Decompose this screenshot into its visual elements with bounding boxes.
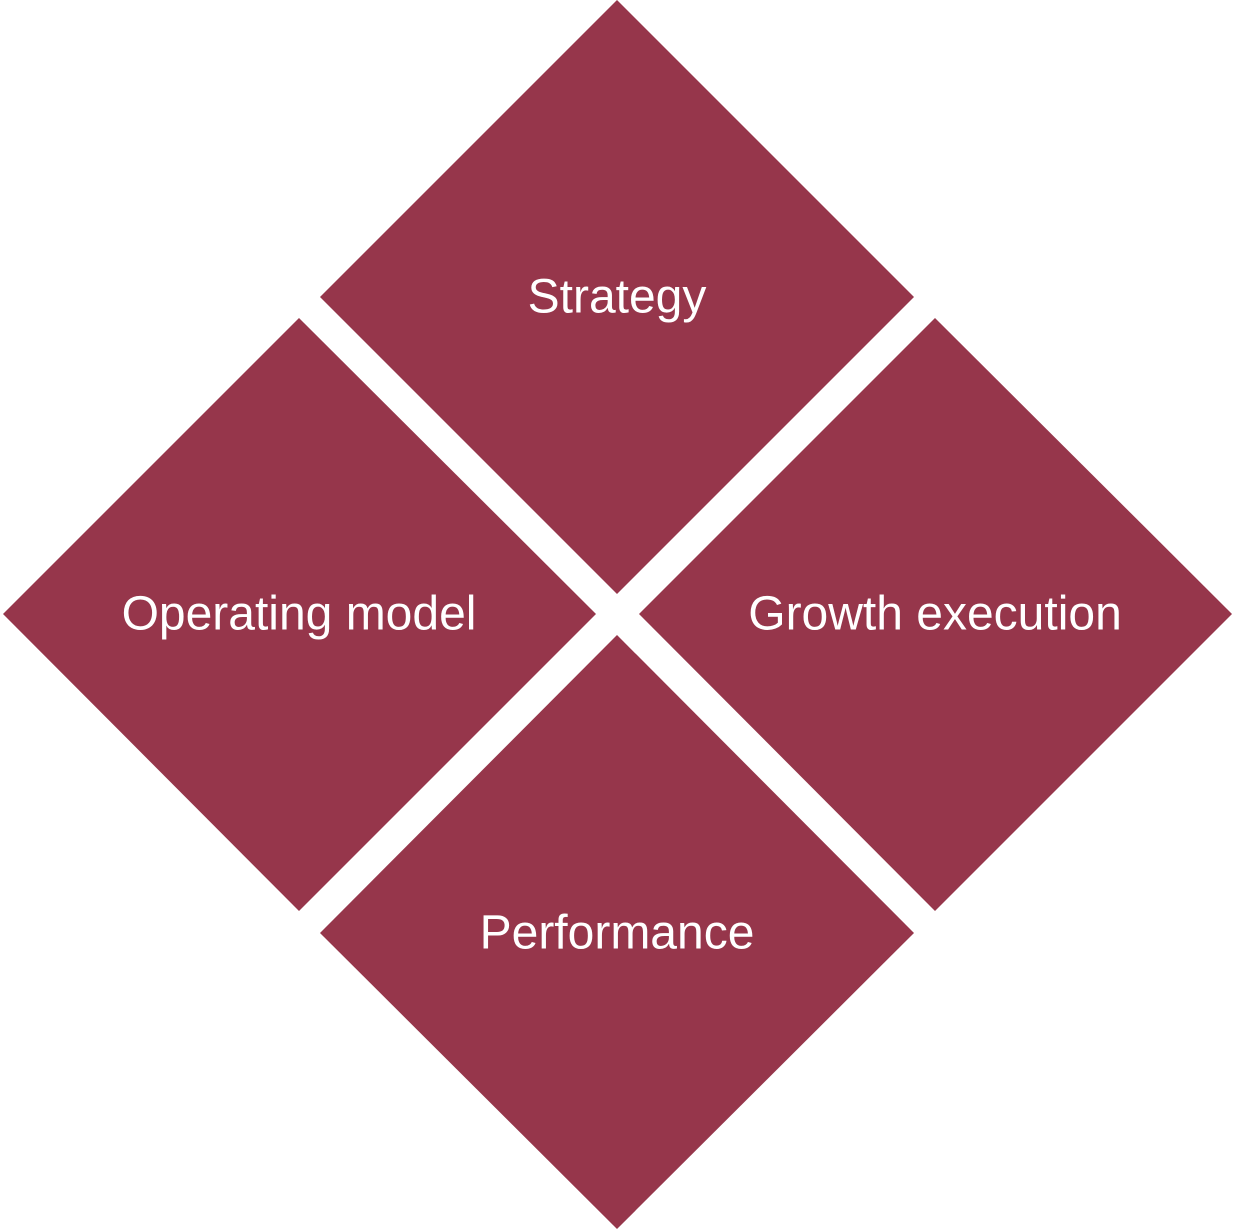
tile-strategy-label: Strategy — [528, 271, 707, 324]
tile-strategy-shape — [320, 0, 914, 594]
tile-growth-execution: Growth execution — [639, 318, 1232, 911]
tile-strategy: Strategy — [320, 0, 914, 594]
tile-operating-model-label: Operating model — [122, 588, 477, 641]
tile-operating-model-shape — [3, 318, 596, 911]
tile-growth-execution-label: Growth execution — [748, 588, 1122, 641]
tile-performance-shape — [320, 635, 914, 1229]
tile-performance: Performance — [320, 635, 914, 1229]
tile-operating-model: Operating model — [3, 318, 596, 911]
tile-growth-execution-shape — [639, 318, 1232, 911]
tile-performance-label: Performance — [480, 907, 755, 960]
